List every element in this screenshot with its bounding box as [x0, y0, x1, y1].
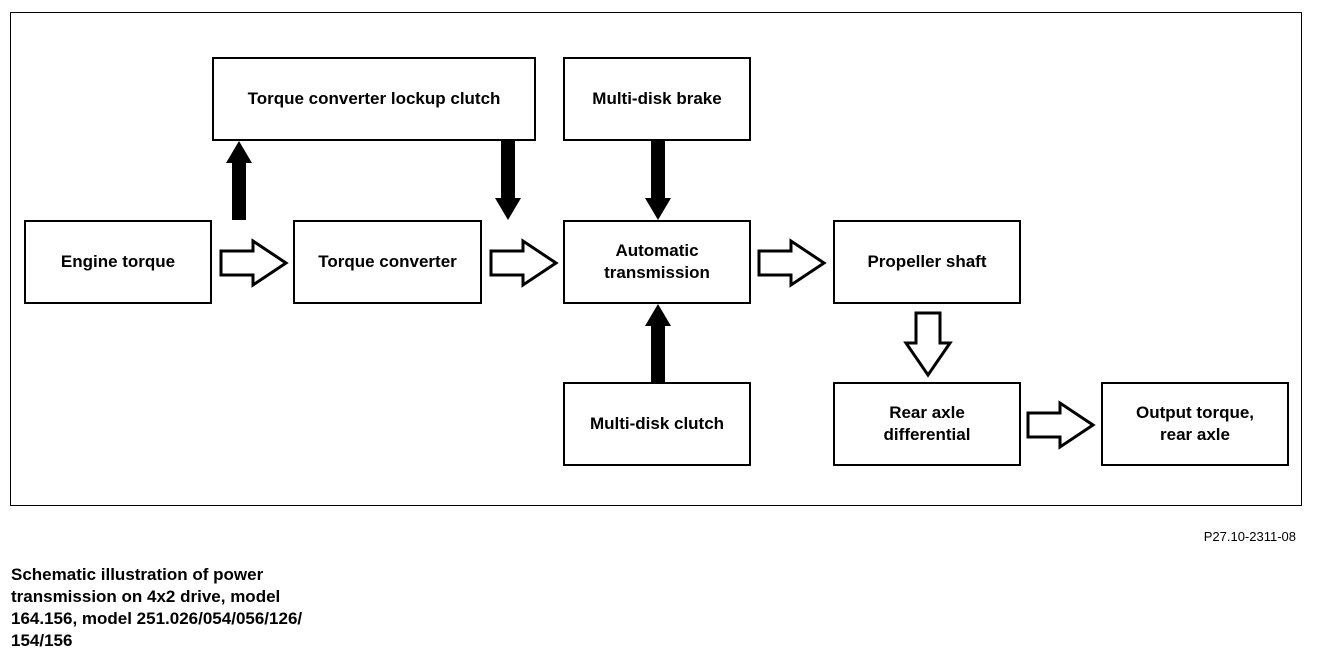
arrow-engine-to-converter	[219, 238, 289, 288]
arrow-transmission-to-propeller-shaft	[757, 238, 827, 288]
arrow-converter-to-transmission	[489, 238, 559, 288]
arrow-engine-to-lockup-clutch	[226, 141, 252, 220]
figure-code: P27.10-2311-08	[1203, 529, 1296, 544]
arrow-clutch-to-transmission	[645, 304, 671, 382]
diagram-frame	[10, 12, 1302, 506]
box-multi-disk-brake: Multi-disk brake	[563, 57, 751, 141]
box-rear-axle-differential: Rear axle differential	[833, 382, 1021, 466]
figure-caption: Schematic illustration of power transmis…	[11, 565, 303, 650]
arrow-lockup-clutch-to-converter	[495, 141, 521, 220]
box-output-torque-rear-axle: Output torque, rear axle	[1101, 382, 1289, 466]
arrow-brake-to-transmission	[645, 141, 671, 220]
box-torque-converter-lockup-clutch: Torque converter lockup clutch	[212, 57, 536, 141]
arrow-differential-to-output	[1026, 400, 1096, 450]
box-engine-torque: Engine torque	[24, 220, 212, 304]
arrow-propeller-shaft-to-differential	[903, 311, 953, 378]
box-torque-converter: Torque converter	[293, 220, 482, 304]
box-automatic-transmission: Automatic transmission	[563, 220, 751, 304]
box-multi-disk-clutch: Multi-disk clutch	[563, 382, 751, 466]
box-propeller-shaft: Propeller shaft	[833, 220, 1021, 304]
